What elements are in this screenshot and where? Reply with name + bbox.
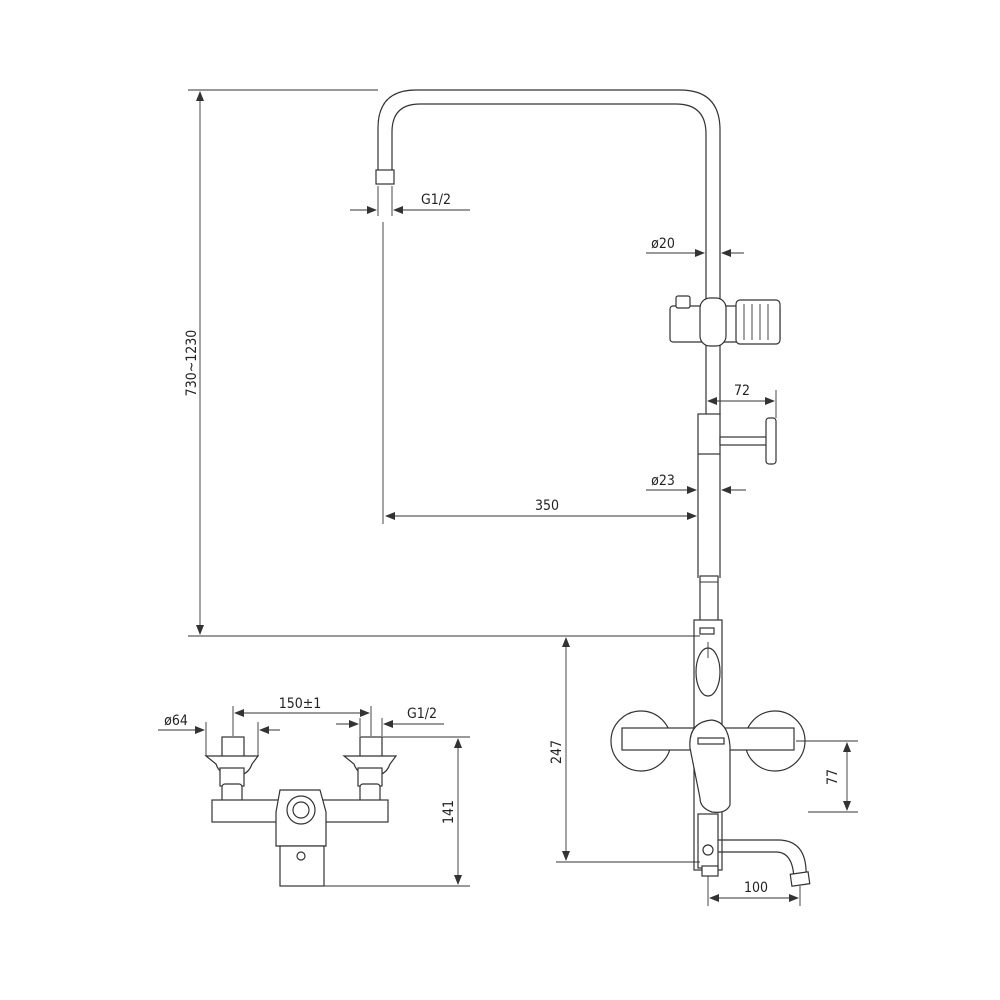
- dim-flange-diameter: ø64: [158, 713, 280, 756]
- label-holder-offset: 72: [734, 383, 750, 399]
- handshower-holder: [669, 295, 781, 347]
- bath-spout: [718, 839, 811, 887]
- dim-holder-offset: 72: [705, 383, 777, 418]
- shower-outlet-nipple: [375, 169, 395, 185]
- shower-column: [375, 89, 811, 887]
- label-arm-reach: 350: [535, 498, 559, 514]
- label-inlet-thread: G1/2: [407, 706, 437, 722]
- dim-mixer-height: 247: [549, 637, 700, 863]
- label-inlet-spacing: 150±1: [279, 696, 322, 712]
- dim-height-range: 730~1230: [184, 89, 700, 637]
- dim-inlet-spacing: 150±1: [232, 696, 372, 736]
- label-mixer-height: 247: [549, 740, 565, 764]
- dim-pipe-diameter-lower: ø23: [646, 473, 746, 494]
- dim-outlet-thread: G1/2: [350, 186, 470, 216]
- wall-bracket: [697, 413, 777, 465]
- dim-arm-reach: 350: [382, 222, 697, 524]
- label-flange-diameter: ø64: [164, 713, 188, 729]
- label-outlet-thread: G1/2: [421, 192, 451, 208]
- label-pipe-diameter-upper: ø20: [651, 236, 675, 252]
- label-height-range: 730~1230: [184, 330, 200, 397]
- label-body-height: 141: [441, 800, 457, 824]
- dim-spout-length: 100: [707, 876, 801, 906]
- dim-inlet-thread: G1/2: [336, 706, 444, 736]
- mixer-side-view: [204, 736, 398, 887]
- label-spout-length: 100: [744, 880, 768, 896]
- dim-body-height: 141: [324, 736, 470, 887]
- dim-pipe-diameter-upper: ø20: [646, 236, 744, 257]
- label-valve-offset: 77: [825, 769, 841, 785]
- label-pipe-diameter-lower: ø23: [651, 473, 675, 489]
- dim-valve-offset: 77: [796, 740, 858, 813]
